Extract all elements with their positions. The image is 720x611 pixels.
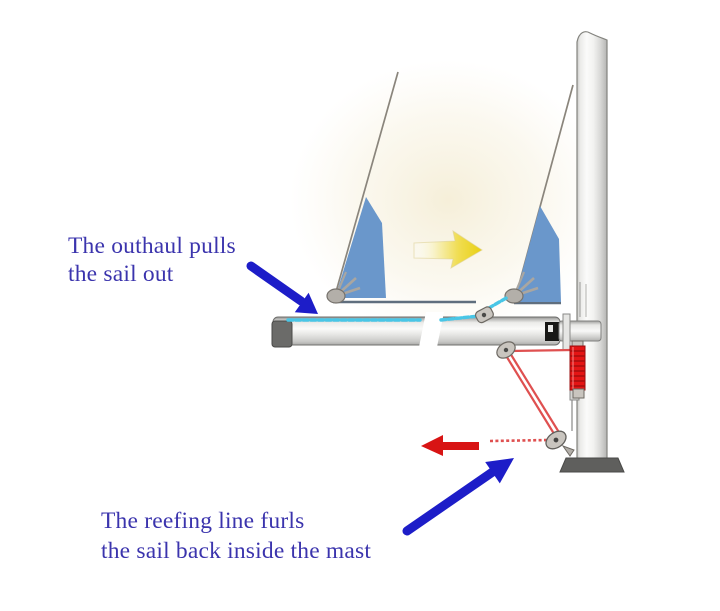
sail-out-direction-arrow-icon (413, 229, 483, 270)
clew-fitting (326, 271, 361, 304)
outhaul-block (474, 306, 494, 324)
outhaul-pointer-arrow-icon (246, 261, 318, 314)
boom-left-endcap (271, 320, 293, 348)
reefing-boom-block (496, 341, 516, 359)
gooseneck-bracket (562, 313, 571, 351)
outhaul-label-line2: the sail out (68, 261, 174, 287)
reefing-line-to-coil (509, 348, 573, 353)
reefing-label-line2: the sail back inside the mast (101, 538, 371, 564)
boom-break-gap (418, 312, 444, 352)
reefing-line-diagonal-1 (504, 353, 557, 438)
reefing-label-line1: The reefing line furls (101, 508, 304, 534)
reefing-line-tail (489, 438, 551, 443)
tack-patch (514, 206, 561, 302)
reefing-line-diagonal-2 (509, 352, 561, 435)
reefing-coil (569, 340, 586, 399)
outhaul-label-line1: The outhaul pulls (68, 233, 236, 259)
tack-fitting (504, 271, 539, 304)
sail-leech-line (333, 71, 399, 300)
reefing-pull-direction-arrow-icon (421, 435, 479, 456)
reefing-pointer-arrow-icon (402, 458, 514, 536)
mast-base-block (545, 430, 575, 457)
gooseneck-notch (548, 325, 553, 332)
clew-patch (335, 197, 386, 298)
mast-base (559, 457, 625, 473)
